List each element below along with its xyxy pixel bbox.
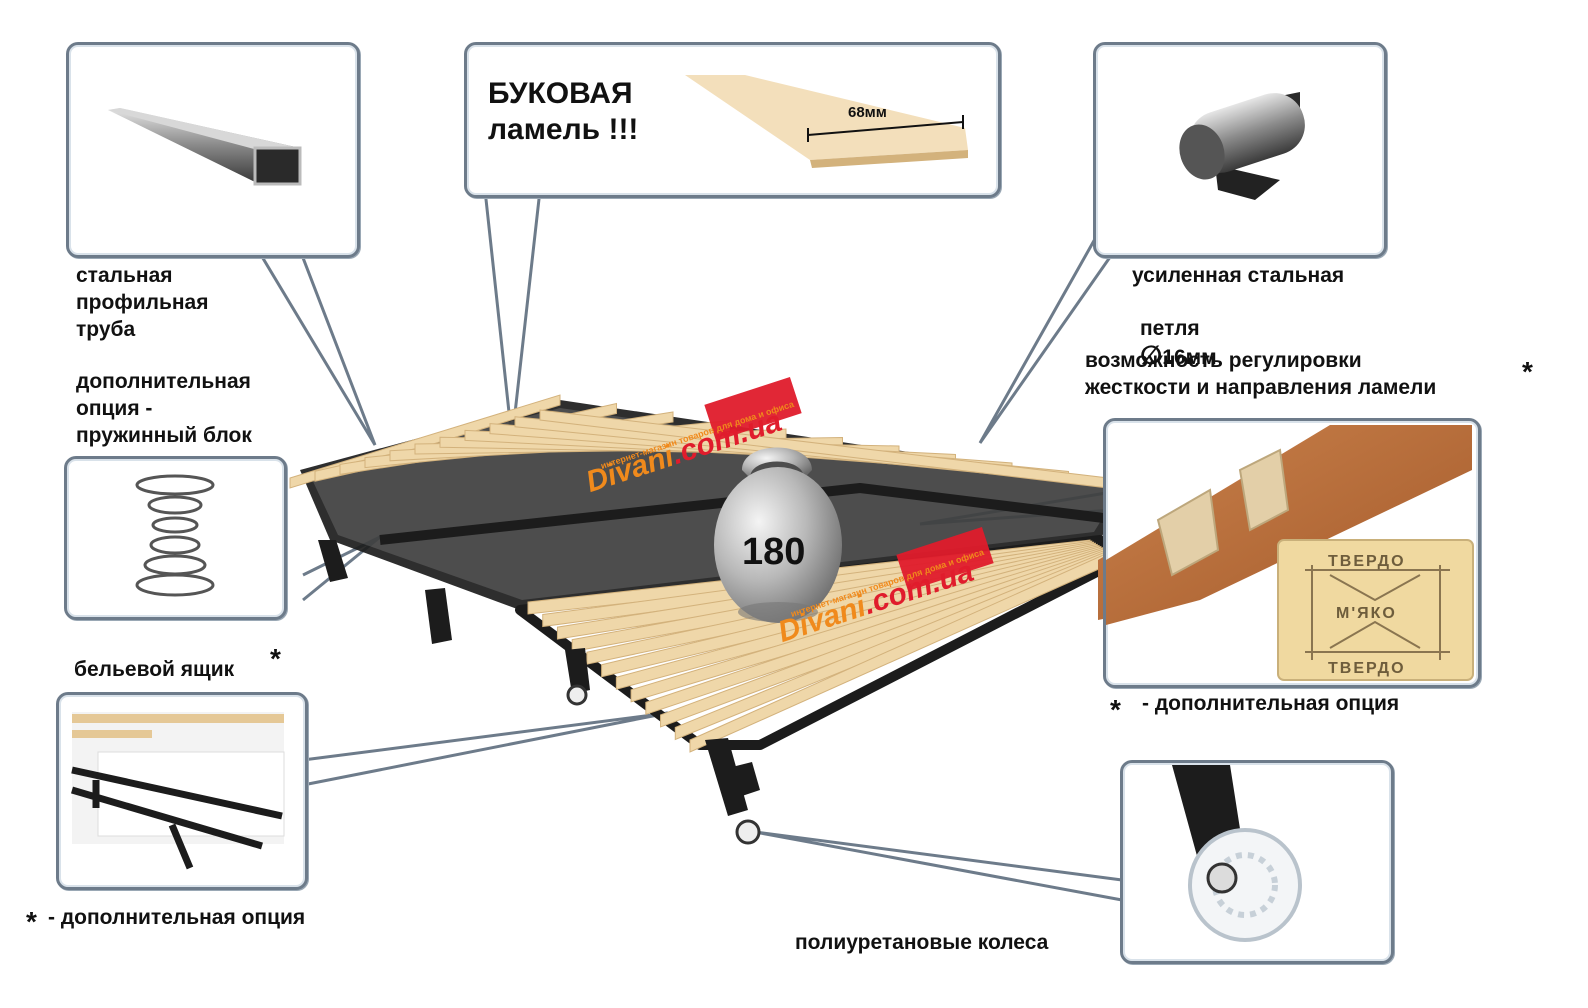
label-laundry-box: бельевой ящик <box>74 658 235 681</box>
label-profile-tube: стальная профильная труба <box>76 264 209 341</box>
label-wheels: полиуретановые колеса <box>795 931 1049 954</box>
kettlebell-icon <box>714 447 842 623</box>
label-extra-option-left: - дополнительная опция <box>48 906 306 929</box>
label-beech-slat: БУКОВАЯ ламель !!! <box>488 77 639 146</box>
callout-slat-adjuster <box>1103 418 1481 688</box>
label-extra-option-right: - дополнительная опция <box>1142 692 1400 715</box>
stiffness-bottom: ТВЕРДО <box>1328 660 1406 677</box>
stiffness-top: ТВЕРДО <box>1328 553 1406 570</box>
label-adjust-2: жесткости и направления ламели <box>1085 376 1437 399</box>
callout-wheels <box>1120 760 1394 964</box>
callout-spring-block <box>64 456 287 620</box>
stiffness-middle: М'ЯКО <box>1336 605 1397 622</box>
label-slat-width: 68мм <box>848 104 887 121</box>
kettlebell-weight: 180 <box>742 531 806 573</box>
asterisk-adjust: * <box>1522 356 1533 387</box>
leg-wheel-icon <box>566 684 761 845</box>
callout-steel-hinge <box>1093 42 1387 258</box>
diameter-icon: ∅ <box>1140 340 1163 370</box>
label-steel-hinge-2: петля ∅16мм <box>1140 288 1217 371</box>
watermark-logo <box>704 377 994 591</box>
bed-legs <box>318 540 760 816</box>
label-steel-hinge-word: петля <box>1140 317 1200 340</box>
asterisk-extra-left: * <box>26 906 37 937</box>
label-steel-hinge-size: 16мм <box>1162 346 1217 369</box>
asterisk-extra-right: * <box>1110 694 1121 725</box>
callout-steel-tube <box>66 42 360 258</box>
label-spring-option: дополнительная опция - пружинный блок <box>76 370 252 447</box>
asterisk-laundry: * <box>270 643 281 674</box>
callout-laundry-box <box>56 692 308 890</box>
label-steel-hinge-1: усиленная стальная <box>1132 264 1345 287</box>
rear-slats <box>289 394 1126 491</box>
label-adjust-1: возможность регулировки <box>1085 349 1362 372</box>
